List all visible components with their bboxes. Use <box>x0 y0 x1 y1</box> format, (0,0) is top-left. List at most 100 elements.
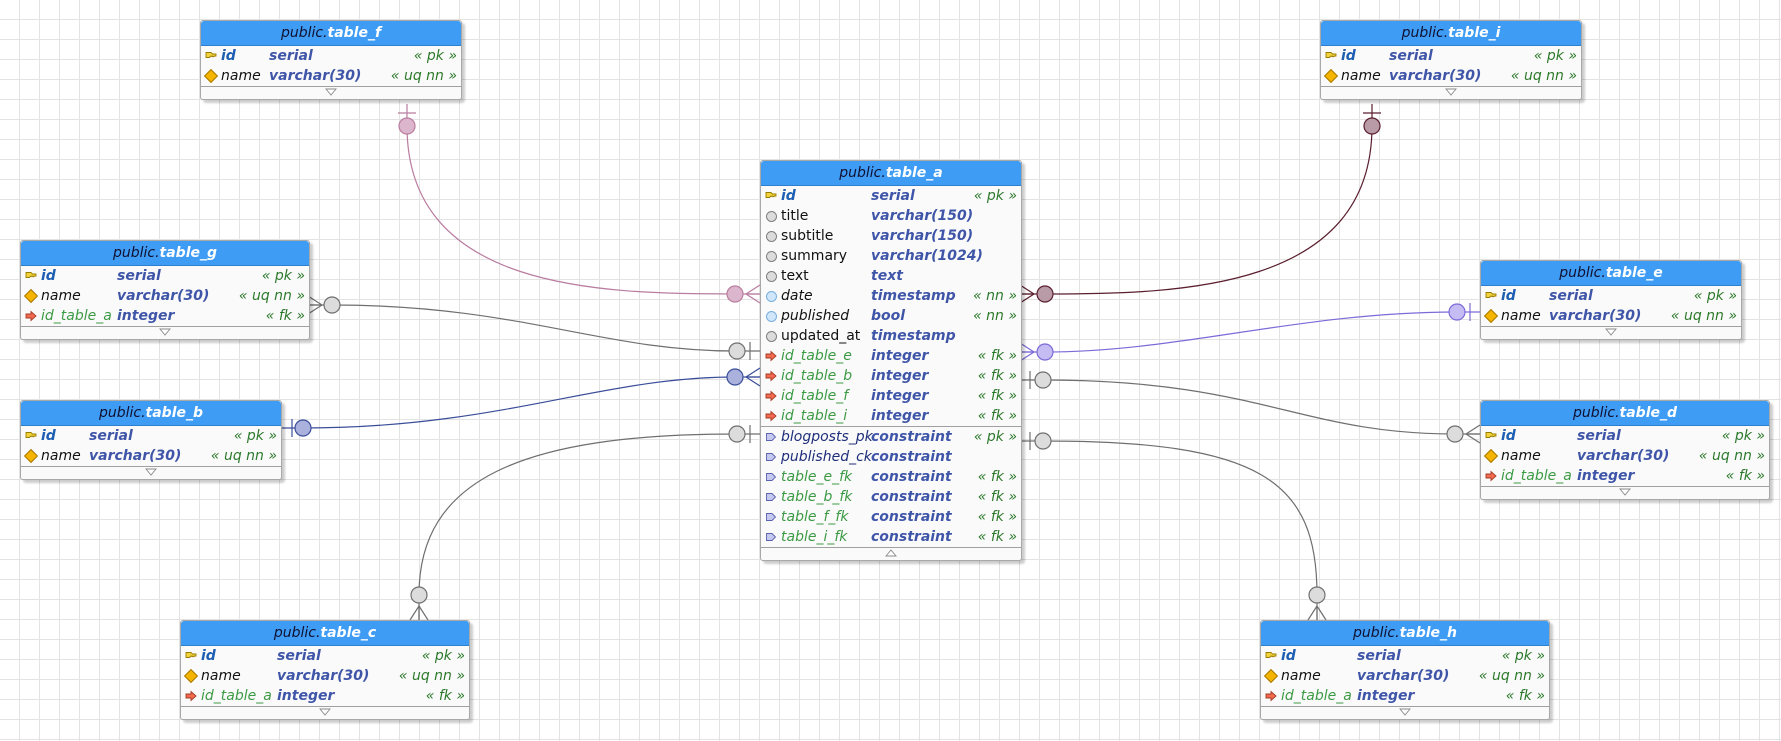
expand-toggle[interactable] <box>21 466 281 479</box>
expand-toggle[interactable] <box>181 706 469 719</box>
column-tag: « fk » <box>977 348 1017 364</box>
table-header[interactable]: public.table_f <box>201 21 461 46</box>
table-header[interactable]: public.table_c <box>181 621 469 646</box>
column-name: id <box>221 48 236 64</box>
optional-marker <box>728 342 746 360</box>
many-marker <box>1019 293 1035 304</box>
column-tag: « uq nn » <box>1670 308 1737 324</box>
key-icon <box>1485 290 1497 302</box>
unique-diamond-icon <box>1483 448 1499 464</box>
expand-toggle[interactable] <box>1321 86 1581 99</box>
table-header[interactable]: public.table_b <box>21 401 281 426</box>
column-circle-icon <box>765 270 777 282</box>
column-circle-icon <box>765 210 777 222</box>
collapse-toggle[interactable] <box>761 547 1021 560</box>
table-header[interactable]: public.table_d <box>1481 401 1769 426</box>
table-header[interactable]: public.table_g <box>21 241 309 266</box>
expand-toggle[interactable] <box>21 326 309 339</box>
table-name: table_g <box>159 245 218 261</box>
relationship-table_a-table_f[interactable] <box>406 104 760 295</box>
expand-toggle[interactable] <box>201 86 461 99</box>
column-circle-icon <box>765 330 777 342</box>
relationship-table_a-table_i[interactable] <box>1020 104 1373 295</box>
relationship-table_d-table_a[interactable] <box>1020 379 1480 435</box>
relationship-table_a-table_e[interactable] <box>1020 311 1480 353</box>
column-type: varchar(150) <box>871 208 974 224</box>
relationship-table_a-table_b[interactable] <box>280 376 760 429</box>
optional-marker <box>1448 303 1466 321</box>
column-type: varchar(150) <box>871 228 974 244</box>
many-marker <box>745 367 761 378</box>
relationship-table_c-table_a[interactable] <box>418 433 760 620</box>
column-type: varchar(30) <box>269 68 362 84</box>
expand-toggle[interactable] <box>1261 706 1549 719</box>
relationship-table_h-table_a[interactable] <box>1020 440 1318 620</box>
constraint-tag-icon <box>765 511 777 523</box>
table-header[interactable]: public.table_e <box>1481 261 1741 286</box>
many-marker <box>1019 342 1035 353</box>
table-name: table_f <box>327 25 382 41</box>
column-tag: « pk » <box>1501 648 1545 664</box>
table-header[interactable]: public.table_a <box>761 161 1021 186</box>
expand-toggle[interactable] <box>1481 326 1741 339</box>
many-marker <box>1465 433 1481 444</box>
column-tag: « pk » <box>413 48 457 64</box>
expand-toggle[interactable] <box>1481 486 1769 499</box>
relationship-table_g-table_a[interactable] <box>308 304 760 352</box>
column-name: name <box>201 668 241 684</box>
table-header[interactable]: public.table_i <box>1321 21 1581 46</box>
foreign-key-arrow-icon <box>765 370 777 382</box>
table-header[interactable]: public.table_h <box>1261 621 1549 646</box>
column-type: integer <box>871 368 929 384</box>
column-tag: « fk » <box>265 308 305 324</box>
constraint-name: table_e_fk <box>781 469 853 485</box>
